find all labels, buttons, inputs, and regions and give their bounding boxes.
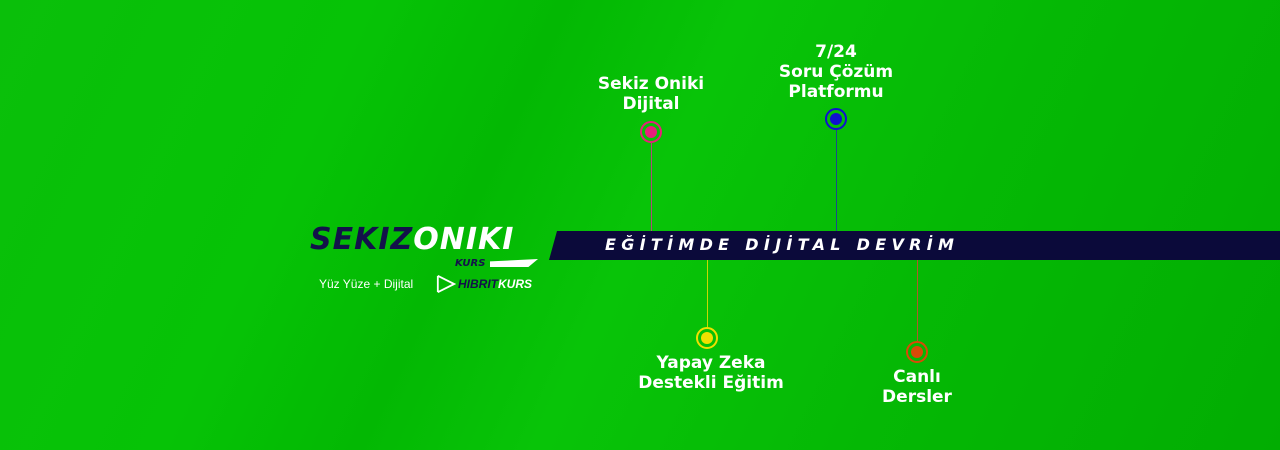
logo-part2: ONIKI	[413, 222, 515, 257]
logo-swoosh	[490, 259, 538, 267]
feature-line: 7/24	[815, 42, 857, 62]
blue-marker-icon	[825, 108, 847, 130]
feature-line: Dijital	[622, 94, 680, 114]
feature-line: Dersler	[882, 387, 952, 407]
feature-line: Soru Çözüm	[778, 62, 894, 82]
yellow-marker-icon	[696, 327, 718, 349]
logo-sub: KURS	[455, 258, 486, 269]
orange-marker-icon	[906, 341, 928, 363]
hibrit-kurs-label: HIBRITKURS	[458, 277, 532, 291]
feature-line: Canlı	[893, 367, 941, 387]
sekizoniki-logo: SEKIZONIKI	[310, 224, 514, 256]
pink-marker-icon	[640, 121, 662, 143]
connector-line	[707, 260, 708, 327]
connector-line	[836, 130, 837, 231]
slogan: Yüz Yüze + Dijital	[319, 277, 414, 291]
hibrit-part1: HIBRIT	[458, 277, 498, 291]
play-icon	[436, 275, 456, 293]
feature-line: Sekiz Oniki	[597, 74, 705, 94]
banner-title: EĞİTİMDE DİJİTAL DEVRİM	[605, 235, 960, 254]
feature-line: Destekli Eğitim	[638, 373, 784, 393]
logo-part1: SEKIZ	[310, 222, 414, 257]
feature-line: Platformu	[788, 82, 884, 102]
hibrit-part2: KURS	[498, 277, 533, 291]
connector-line	[917, 260, 918, 341]
title-band	[549, 231, 1280, 260]
feature-line: Yapay Zeka	[656, 353, 766, 373]
connector-line	[651, 143, 652, 231]
